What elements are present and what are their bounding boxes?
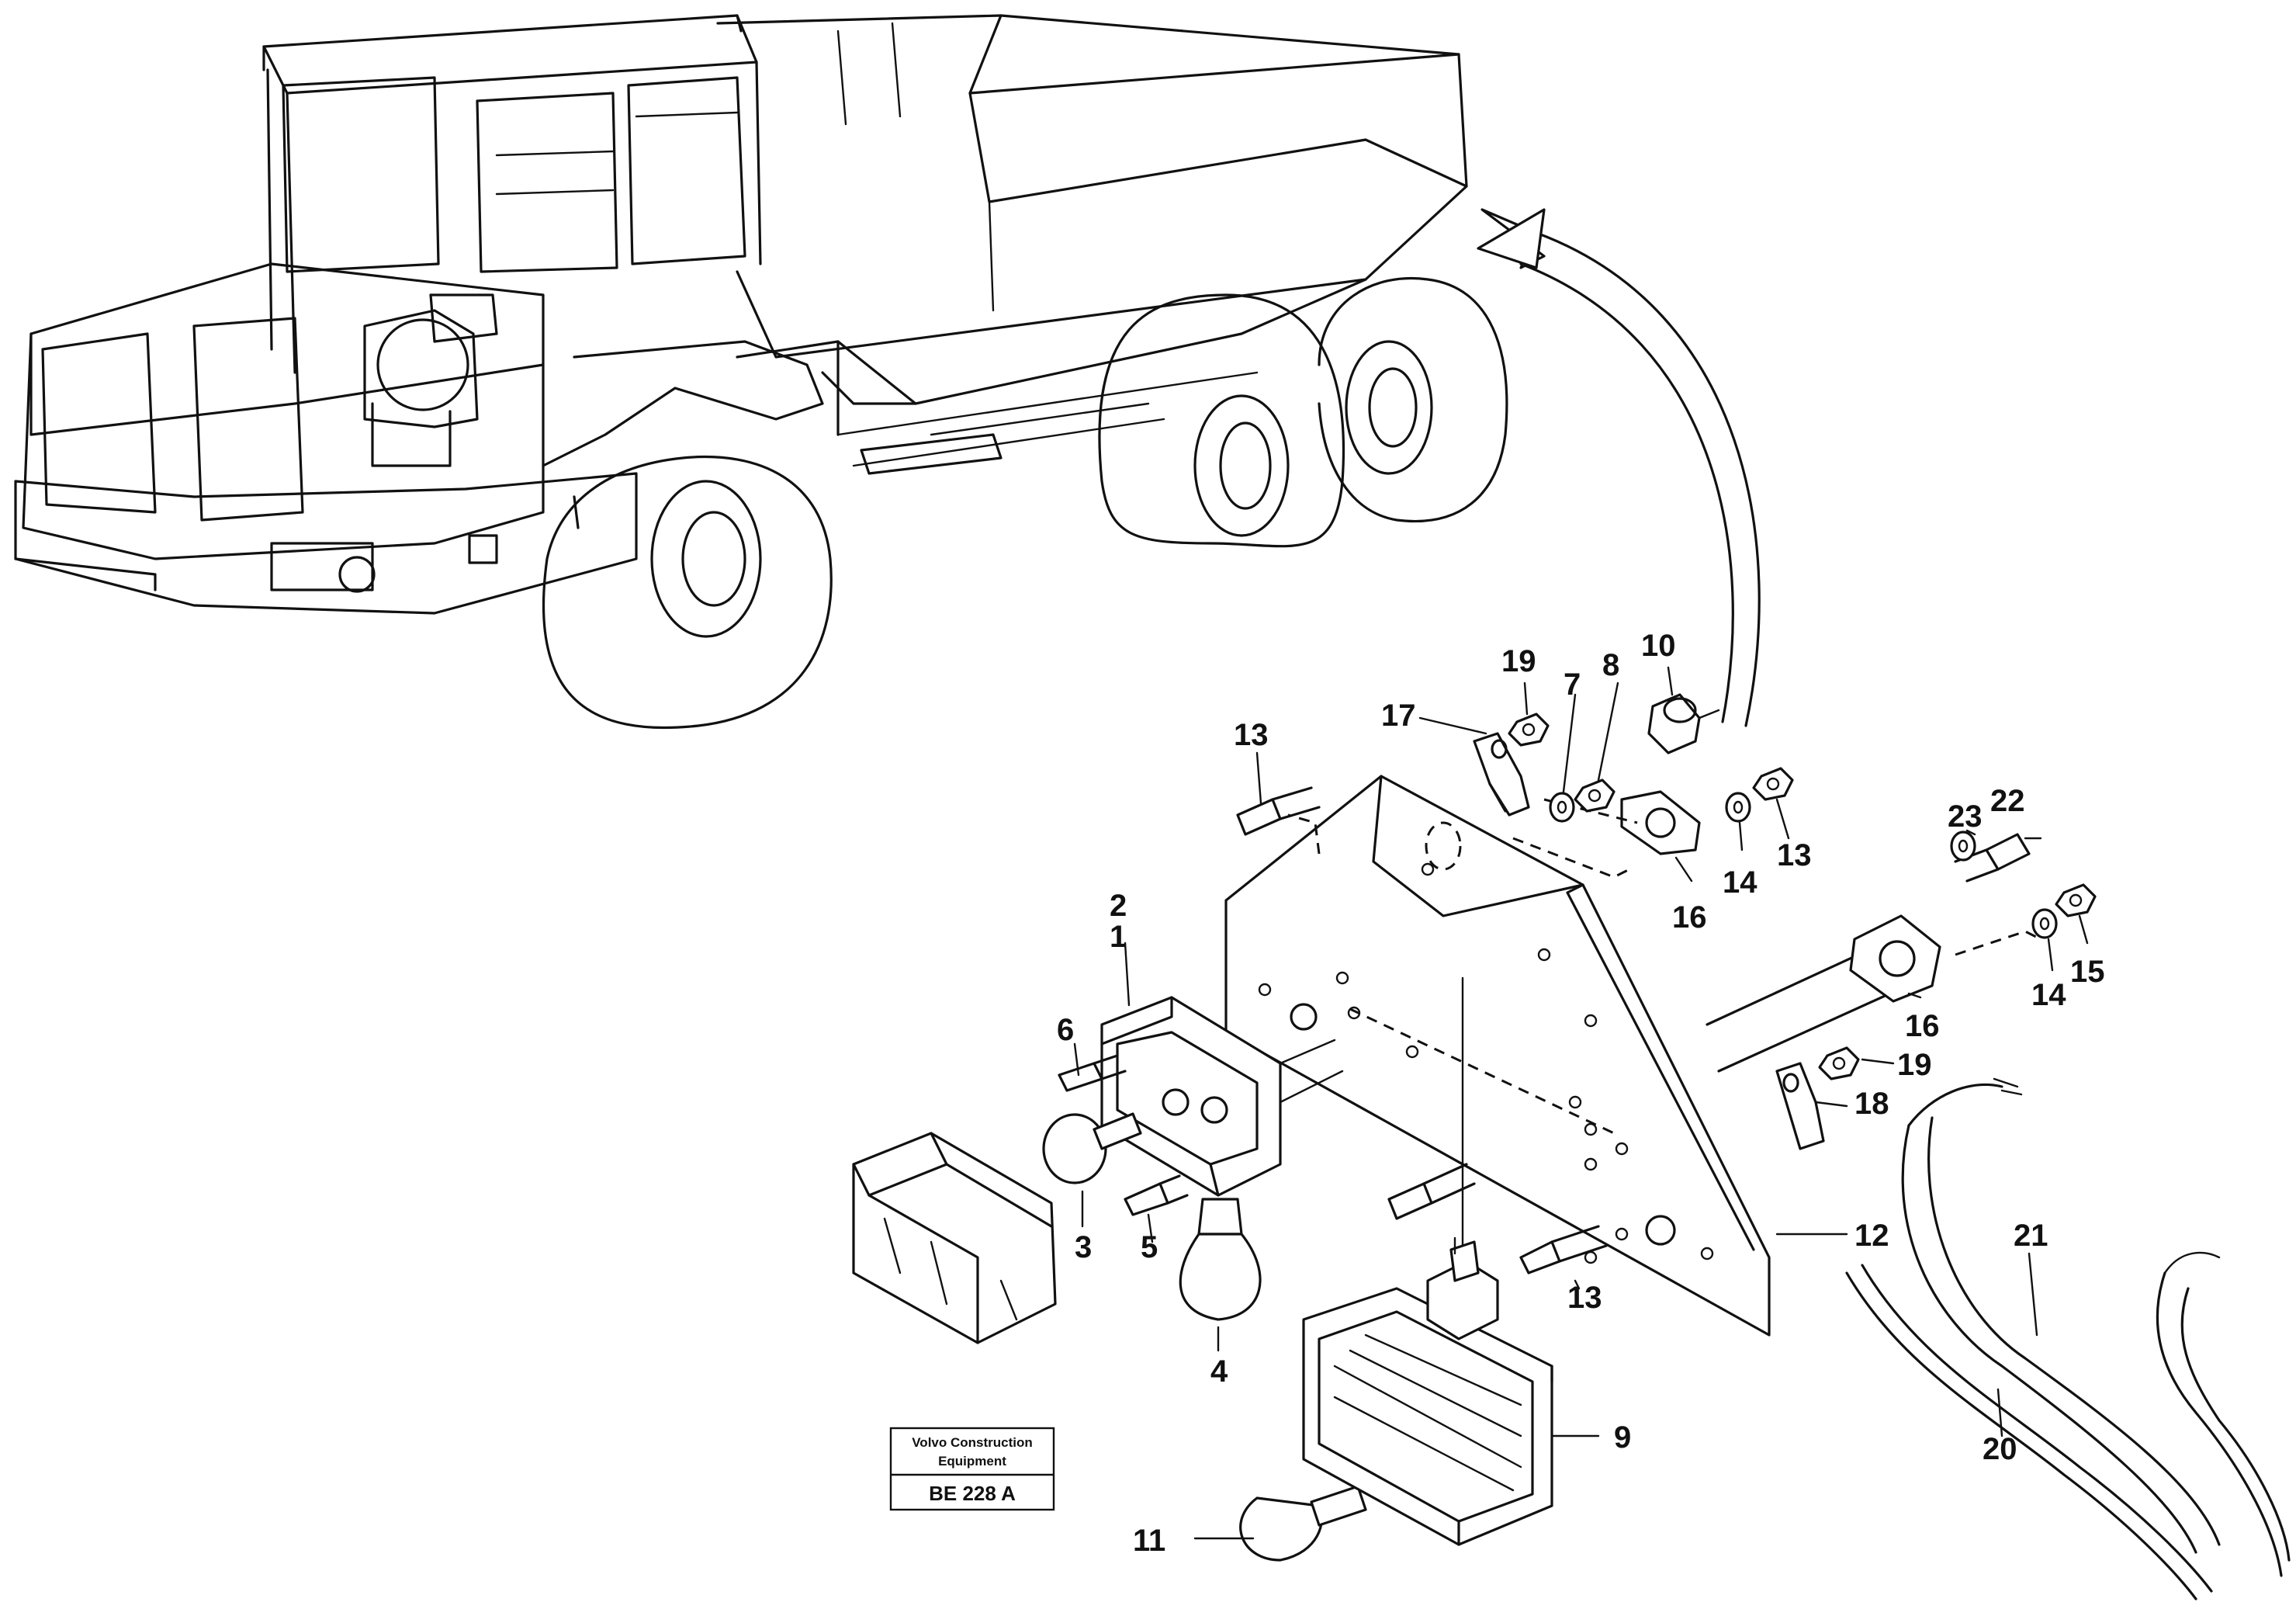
callout-13-lower: 13 [1567, 1281, 1602, 1315]
spacer-10 [1647, 693, 1720, 754]
callout-5: 5 [1141, 1230, 1158, 1264]
cable-20 [1845, 1264, 2213, 1600]
callout-19-upper: 19 [1501, 644, 1536, 678]
nut-8 [1574, 779, 1616, 813]
washer-7 [1549, 792, 1575, 823]
callout-2: 2 [1110, 889, 1127, 923]
callout-20: 20 [1983, 1432, 2017, 1466]
bulb-work-lamp [1239, 1485, 1367, 1562]
callout-10: 10 [1641, 629, 1676, 663]
tail-lamp-lens [852, 1132, 1057, 1344]
callout-23: 23 [1948, 799, 1983, 834]
callout-labels: 2 1 6 3 5 4 13 17 19 7 8 10 16 14 13 23 … [1057, 629, 2105, 1558]
nut-13-right [1752, 767, 1794, 801]
bulb-stop [1179, 1198, 1262, 1321]
washer-14-lower [2031, 908, 2058, 939]
mounting-flange-lower [1849, 914, 2041, 1003]
callout-22: 22 [1990, 784, 2025, 818]
callout-6: 6 [1057, 1013, 1074, 1047]
callout-3: 3 [1075, 1230, 1092, 1264]
callout-4: 4 [1210, 1354, 1228, 1389]
articulated-dump-truck [14, 14, 1508, 730]
callout-16-lower: 16 [1905, 1009, 1940, 1043]
nut-19-upper [1508, 713, 1550, 747]
screw-13-lower [1519, 1225, 1608, 1274]
screw-bracket [1387, 1163, 1476, 1220]
washer-14-upper [1725, 792, 1751, 823]
screw-6 [1058, 1054, 1127, 1092]
stamp-code: BE 228 A [929, 1482, 1016, 1505]
callout-14-lower: 14 [2031, 978, 2066, 1012]
callout-9: 9 [1614, 1420, 1631, 1455]
washer-23 [1950, 831, 1976, 862]
nut-15 [2055, 883, 2097, 917]
leader-lines [1073, 666, 2089, 1540]
work-lamp [1302, 976, 1553, 1546]
screw-5 [1124, 1174, 1189, 1216]
callout-13-left: 13 [1234, 718, 1269, 752]
screw-13-left [1236, 786, 1321, 836]
stamp-company-line1: Volvo Construction [912, 1435, 1033, 1450]
cable-clamp-18 [1775, 1062, 1825, 1150]
callout-21: 21 [2014, 1219, 2048, 1253]
callout-16-upper: 16 [1672, 900, 1707, 935]
callout-15: 15 [2070, 955, 2105, 989]
callout-11: 11 [1133, 1524, 1165, 1558]
mounting-bracket [1224, 775, 1926, 1337]
callout-13-right: 13 [1777, 838, 1812, 872]
cable-21 [1901, 1077, 2291, 1577]
callout-8: 8 [1602, 648, 1619, 682]
bulb-small [1042, 1112, 1142, 1184]
nut-19-lower [1818, 1046, 1860, 1080]
callout-17: 17 [1381, 699, 1416, 733]
callout-1: 1 [1110, 920, 1127, 954]
callout-12: 12 [1854, 1219, 1889, 1253]
location-arrow [1477, 208, 1761, 727]
cable-clamp-17 [1473, 732, 1530, 817]
tail-lamp-housing [1100, 996, 1344, 1197]
callout-19-lower: 19 [1897, 1048, 1932, 1082]
stamp-company-line2: Equipment [938, 1454, 1006, 1469]
manufacturer-stamp: Volvo Construction Equipment BE 228 A [889, 1427, 1055, 1511]
callout-7: 7 [1564, 668, 1581, 702]
callout-18: 18 [1854, 1087, 1889, 1121]
callout-14-upper: 14 [1723, 865, 1757, 900]
